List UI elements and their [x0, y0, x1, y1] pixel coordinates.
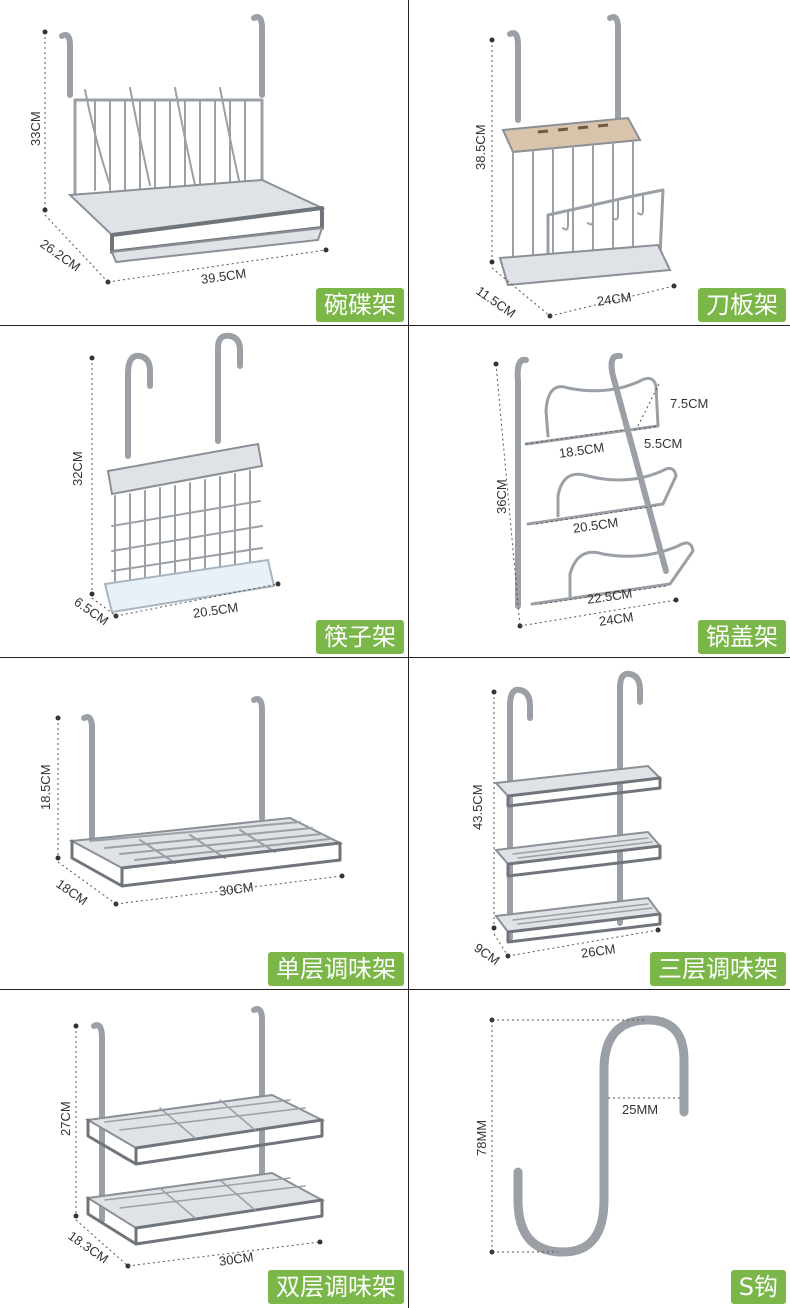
product-name-tag: 筷子架 [316, 620, 404, 654]
product-name-tag: 锅盖架 [698, 620, 786, 654]
double-layer-spice-rack-image [73, 1006, 326, 1269]
divider-horizontal-2 [0, 657, 790, 658]
divider-horizontal-1 [0, 325, 790, 326]
product-name-tag: 刀板架 [698, 288, 786, 322]
product-name-tag: 单层调味架 [268, 952, 404, 986]
dim-height: 78MM [474, 1119, 489, 1156]
dim-gap: 5.5CM [644, 436, 683, 451]
dish-rack-image [42, 14, 329, 285]
triple-layer-spice-rack-image [491, 670, 663, 959]
cell-s-hook: 78MM 25MM S钩 [408, 990, 790, 1308]
s-hook-image [489, 1015, 689, 1257]
cell-triple-layer-spice-rack: 43.5CM 9CM 26CM 三层调味架 [408, 658, 790, 990]
dim-height: 32CM [70, 451, 85, 486]
single-layer-spice-rack-image [55, 696, 345, 907]
cell-chopsticks-holder: 32CM 6.5CM 20.5CM 筷子架 [0, 326, 408, 658]
product-name-tag: 碗碟架 [316, 288, 404, 322]
dim-height: 18.5CM [38, 764, 53, 810]
product-name-tag: S钩 [730, 1270, 786, 1304]
product-name-tag: 双层调味架 [268, 1270, 404, 1304]
dim-hook-depth: 7.5CM [670, 396, 709, 411]
divider-horizontal-3 [0, 989, 790, 990]
pot-lid-rack-image [493, 352, 695, 629]
knife-board-rack-image [489, 14, 677, 319]
cell-knife-board-rack: 38.5CM 11.5CM 24CM 刀板架 [408, 0, 790, 326]
dim-height: 27CM [58, 1101, 73, 1136]
dim-height: 36CM [494, 479, 509, 514]
chopsticks-holder-image [89, 332, 281, 619]
divider-vertical [408, 0, 409, 1308]
product-name-tag: 三层调味架 [650, 952, 786, 986]
cell-dish-rack: 33CM 26.2CM 39.5CM 碗碟架 [0, 0, 408, 326]
dim-height: 43.5CM [470, 784, 485, 830]
cell-single-layer-spice-rack: 18.5CM 18CM 30CM 单层调味架 [0, 658, 408, 990]
dim-height: 38.5CM [473, 124, 488, 170]
dim-height: 33CM [28, 111, 43, 146]
cell-double-layer-spice-rack: 27CM 18.3CM 30CM 双层调味架 [0, 990, 408, 1308]
dim-opening: 25MM [622, 1102, 659, 1117]
cell-pot-lid-rack: 7.5CM 18.5CM 5.5CM 36CM 20.5CM 22.5CM 24… [408, 326, 790, 658]
